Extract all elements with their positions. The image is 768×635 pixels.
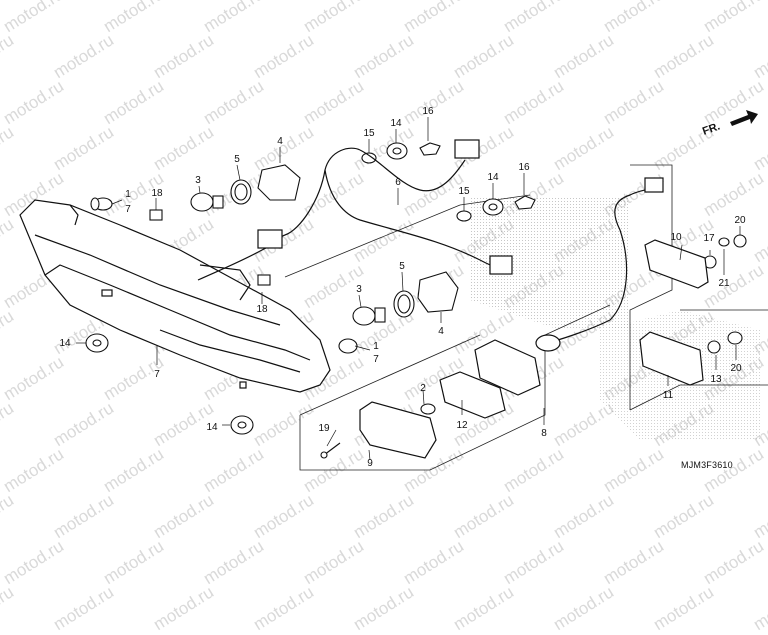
callout-label: 16 (422, 106, 434, 117)
front-direction-arrow: FR. (701, 110, 758, 138)
callout-label: 4 (438, 326, 444, 337)
callout-label: 14 (59, 338, 71, 349)
parts-diagram: 1718354151416615141610172021354171814721… (19, 106, 768, 471)
callout-label: 15 (458, 186, 470, 197)
callout-label: 10 (670, 232, 682, 243)
diagram-code: MJM3F3610 (681, 460, 733, 470)
callout-label: 1 (373, 341, 379, 352)
watermark-text: motod.ru (750, 582, 768, 635)
callout-label: 13 (710, 374, 722, 385)
callout-label: 20 (730, 363, 742, 374)
callout-label: 18 (256, 304, 268, 315)
callout-label: 18 (151, 188, 163, 199)
callout-label: 3 (356, 284, 362, 295)
callout-label: 14 (487, 172, 499, 183)
callout-label: 12 (456, 420, 468, 431)
callout-label: 6 (395, 177, 401, 188)
watermark-text: motod.ru (50, 582, 117, 635)
callout-label: 9 (367, 458, 373, 469)
callout-label: 17 (703, 233, 715, 244)
tail-light-housing (19, 199, 331, 393)
watermark-text: motod.ru (450, 582, 517, 635)
callout-label: 20 (734, 215, 746, 226)
callout-label: 11 (663, 390, 674, 401)
group-outline (284, 164, 768, 471)
watermark-text: motod.ru (250, 582, 317, 635)
callout-label: 7 (154, 369, 160, 380)
watermark-text: motod.ru (650, 582, 717, 635)
watermark-text: motod.ru (0, 582, 17, 635)
leader-lines (76, 117, 741, 461)
callout-label: 2 (420, 383, 426, 394)
watermark-text: motod.ru (550, 582, 617, 635)
watermark-text: motod.ru (150, 582, 217, 635)
direction-label: FR. (701, 120, 722, 137)
shading-regions (470, 196, 760, 440)
callout-label: 5 (399, 261, 405, 272)
callout-label: 7 (125, 204, 131, 215)
callout-label: 16 (518, 162, 530, 173)
callout-label: 14 (206, 422, 218, 433)
callout-label: 5 (234, 154, 240, 165)
callout-label: 19 (318, 423, 330, 434)
callout-label: 14 (390, 118, 402, 129)
callout-label: 3 (195, 175, 201, 186)
callout-label: 8 (541, 428, 547, 439)
callout-label: 21 (718, 278, 730, 289)
callout-label: 4 (277, 136, 283, 147)
callout-label: 15 (363, 128, 375, 139)
wire-harness (197, 139, 664, 352)
callout-label: 7 (373, 354, 379, 365)
callout-label: 1 (125, 189, 131, 200)
watermark-text: motod.ru (350, 582, 417, 635)
license-light-assembly (359, 239, 709, 459)
